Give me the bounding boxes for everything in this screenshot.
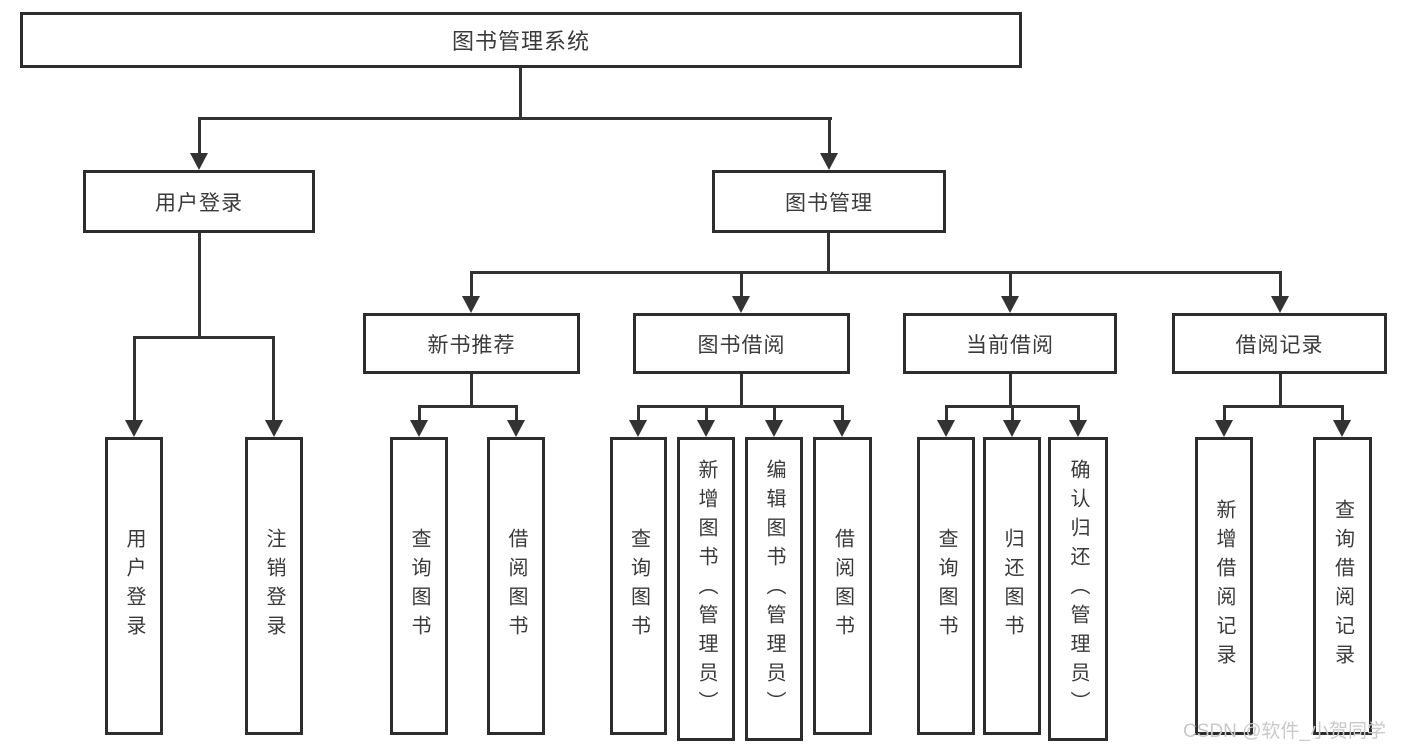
node-borrowing-records: 借阅记录 xyxy=(1172,313,1387,374)
connector-line xyxy=(198,231,201,338)
leaf-label: 归还图书 xyxy=(1001,528,1023,644)
arrow-down-icon xyxy=(1001,296,1019,313)
connector-line xyxy=(705,405,708,425)
arrow-down-icon xyxy=(190,153,208,170)
connector-line xyxy=(418,405,518,408)
leaf-borrow-books: 借阅图书 xyxy=(813,437,872,735)
leaf-label: 编辑图书（管理员） xyxy=(763,458,785,720)
leaf-add-book-admin: 新增图书（管理员） xyxy=(677,437,735,741)
connector-line xyxy=(1223,405,1226,425)
leaf-label: 新增借阅记录 xyxy=(1213,499,1235,673)
connector-line xyxy=(519,66,522,118)
node-new-book-recommend: 新书推荐 xyxy=(363,313,580,374)
arrow-down-icon xyxy=(410,420,428,437)
connector-line xyxy=(828,117,831,159)
connector-line xyxy=(133,336,275,339)
arrow-down-icon xyxy=(462,296,480,313)
arrow-down-icon xyxy=(629,420,647,437)
connector-line xyxy=(198,117,832,120)
connector-line xyxy=(740,271,743,301)
leaf-label: 注销登录 xyxy=(263,528,285,644)
leaf-label: 新增图书（管理员） xyxy=(695,458,717,720)
node-library-system: 图书管理系统 xyxy=(20,12,1022,68)
connector-line xyxy=(470,372,473,407)
connector-line xyxy=(470,271,1281,274)
node-book-borrowing: 图书借阅 xyxy=(633,313,850,374)
arrow-down-icon xyxy=(1069,420,1087,437)
arrow-down-icon xyxy=(507,420,525,437)
connector-line xyxy=(1279,372,1282,407)
leaf-label: 查询图书 xyxy=(935,528,957,644)
leaf-label: 查询借阅记录 xyxy=(1331,499,1354,673)
connector-line xyxy=(1077,405,1080,425)
arrow-down-icon xyxy=(1271,296,1289,313)
arrow-down-icon xyxy=(820,153,838,170)
connector-line xyxy=(1009,271,1012,301)
leaf-confirm-return-admin: 确认归还（管理员） xyxy=(1048,437,1108,741)
leaf-borrow-books: 借阅图书 xyxy=(487,437,545,735)
arrow-down-icon xyxy=(937,420,955,437)
connector-line xyxy=(841,405,844,425)
leaf-label: 确认归还（管理员） xyxy=(1067,458,1089,720)
leaf-add-borrow-record: 新增借阅记录 xyxy=(1195,437,1253,735)
leaf-label: 用户登录 xyxy=(123,528,145,644)
arrow-down-icon xyxy=(765,420,783,437)
connector-line xyxy=(133,336,136,423)
leaf-user-login: 用户登录 xyxy=(105,437,163,735)
connector-line xyxy=(1223,405,1344,408)
leaf-query-borrow-record: 查询借阅记录 xyxy=(1313,437,1372,735)
leaf-query-books: 查询图书 xyxy=(917,437,975,735)
arrow-down-icon xyxy=(1333,420,1351,437)
connector-line xyxy=(773,405,776,425)
arrow-down-icon xyxy=(265,420,283,437)
connector-line xyxy=(272,336,275,423)
arrow-down-icon xyxy=(1003,420,1021,437)
leaf-label: 查询图书 xyxy=(408,528,430,644)
leaf-logout: 注销登录 xyxy=(245,437,303,735)
node-book-management: 图书管理 xyxy=(712,170,946,233)
connector-line xyxy=(1011,405,1014,425)
node-user-login: 用户登录 xyxy=(83,170,315,233)
connector-line xyxy=(1341,405,1344,425)
arrow-down-icon xyxy=(697,420,715,437)
arrow-down-icon xyxy=(1215,420,1233,437)
arrow-down-icon xyxy=(833,420,851,437)
connector-line xyxy=(470,271,473,301)
connector-line xyxy=(1009,372,1012,407)
leaf-label: 借阅图书 xyxy=(505,528,527,644)
connector-line xyxy=(1279,271,1282,301)
leaf-query-books: 查询图书 xyxy=(390,437,448,735)
connector-line xyxy=(198,117,201,159)
leaf-query-books: 查询图书 xyxy=(610,437,667,735)
csdn-watermark: CSDN @软件_小贺同学 xyxy=(1183,721,1386,742)
connector-line xyxy=(418,405,421,425)
leaf-edit-book-admin: 编辑图书（管理员） xyxy=(745,437,803,741)
arrow-down-icon xyxy=(125,420,143,437)
connector-line xyxy=(637,405,640,425)
leaf-return-book: 归还图书 xyxy=(983,437,1041,735)
node-current-borrowing: 当前借阅 xyxy=(903,313,1117,374)
connector-line xyxy=(827,231,830,274)
connector-line xyxy=(945,405,948,425)
arrow-down-icon xyxy=(732,296,750,313)
leaf-label: 查询图书 xyxy=(627,528,650,644)
connector-line xyxy=(637,405,844,408)
connector-line xyxy=(515,405,518,425)
leaf-label: 借阅图书 xyxy=(831,528,854,644)
connector-line xyxy=(740,372,743,407)
